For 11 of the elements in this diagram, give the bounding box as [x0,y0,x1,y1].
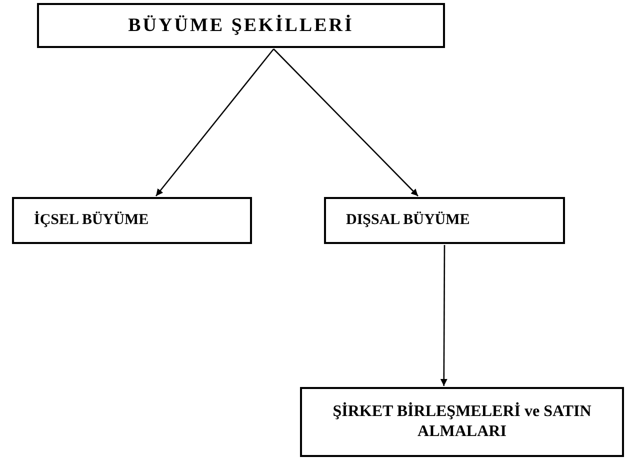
box-label: DIŞSAL BÜYÜME [346,211,470,230]
box-label: İÇSEL BÜYÜME [34,211,149,230]
box-label: ŞİRKET BİRLEŞMELERİ ve SATIN ALMALARI [332,402,592,442]
arrow [440,245,448,386]
arrow [156,48,274,196]
process-box [37,3,445,48]
process-box [324,197,565,244]
process-box [300,387,624,457]
box-label: BÜYÜME ŞEKİLLERİ [128,14,354,38]
process-box [12,197,252,244]
arrow [273,48,418,196]
